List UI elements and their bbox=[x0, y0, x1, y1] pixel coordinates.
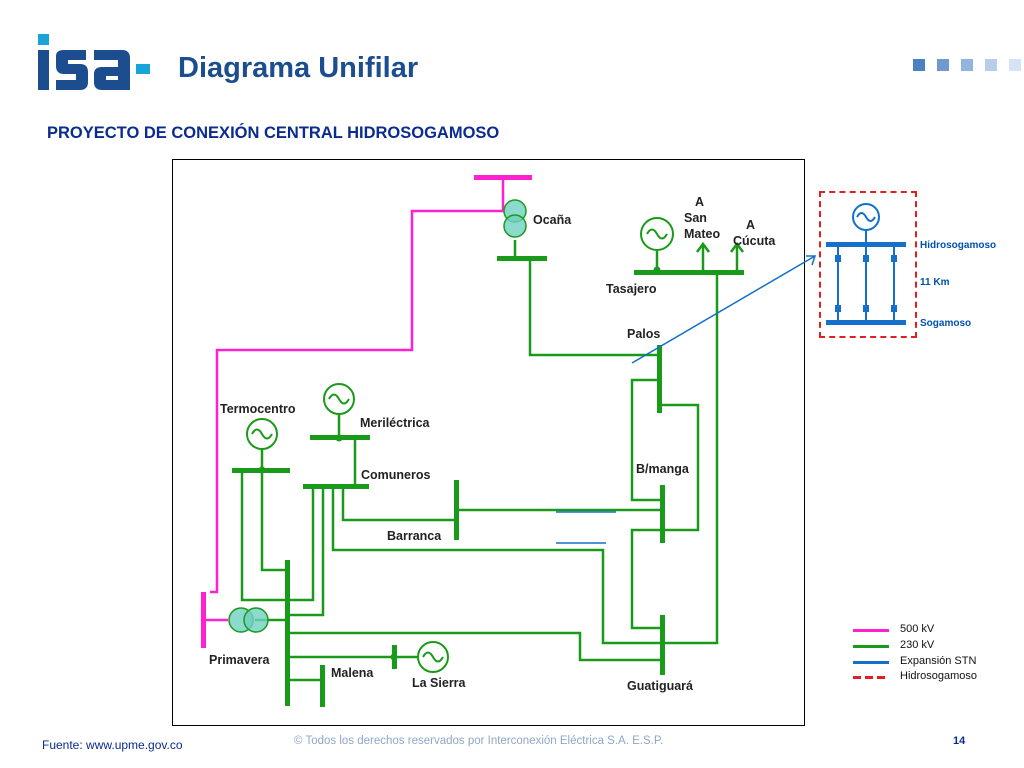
label-a-cucuta-1: A bbox=[746, 218, 756, 232]
inset-hidrosogamoso-box bbox=[819, 191, 917, 338]
label-bmanga: B/manga bbox=[636, 462, 689, 476]
page-subtitle: PROYECTO DE CONEXIÓN CENTRAL HIDROSOGAMO… bbox=[47, 124, 500, 142]
transformer-ocana bbox=[503, 199, 527, 238]
legend-item-expansion-stn: Expansión STN bbox=[853, 655, 1013, 670]
bus-bmanga bbox=[660, 485, 665, 543]
legend-item-hidrosogamoso: Hidrosogamoso bbox=[853, 670, 1013, 685]
bus-palos bbox=[657, 345, 662, 413]
label-hidrosogamoso: Hidrosogamoso bbox=[920, 240, 997, 251]
legend-swatch bbox=[853, 676, 889, 679]
label-merilectrica: Meriléctrica bbox=[360, 416, 430, 430]
legend-swatch bbox=[853, 661, 889, 664]
lines-230kv bbox=[240, 240, 739, 682]
bus-primavera-500 bbox=[201, 592, 206, 648]
transformer-primavera bbox=[228, 607, 269, 633]
label-malena: Malena bbox=[331, 666, 374, 680]
bus-barranca bbox=[454, 480, 459, 540]
bus-ocana-500 bbox=[474, 175, 532, 180]
bus-ocana-230 bbox=[497, 256, 547, 261]
bus-guatiguara bbox=[660, 615, 665, 675]
page-number: 14 bbox=[953, 735, 966, 747]
footer-copyright: © Todos los derechos reservados por Inte… bbox=[294, 735, 664, 747]
label-a-san-mateo-2: San bbox=[684, 211, 707, 225]
label-sogamoso: Sogamoso bbox=[920, 318, 972, 329]
label-a-san-mateo-3: Mateo bbox=[684, 227, 721, 241]
bus-comuneros bbox=[303, 484, 369, 489]
legend-label: Hidrosogamoso bbox=[900, 670, 978, 682]
buses-230kv bbox=[232, 256, 744, 707]
bus-primavera-230 bbox=[285, 560, 290, 706]
label-ocana: Ocaña bbox=[533, 213, 572, 227]
label-comuneros: Comuneros bbox=[361, 468, 431, 482]
decorative-squares bbox=[913, 59, 1021, 71]
label-barranca: Barranca bbox=[387, 529, 442, 543]
page-title: Diagrama Unifilar bbox=[178, 52, 419, 84]
legend-item-500kv: 500 kV bbox=[853, 623, 1013, 638]
isa-logo bbox=[38, 34, 150, 90]
bus-hidrosogamoso bbox=[826, 242, 906, 247]
label-primavera: Primavera bbox=[209, 653, 270, 667]
bus-malena bbox=[320, 665, 325, 707]
legend-item-230kv: 230 kV bbox=[853, 639, 1013, 654]
label-tasajero: Tasajero bbox=[606, 282, 657, 296]
label-termocentro: Termocentro bbox=[220, 402, 296, 416]
label-palos: Palos bbox=[627, 327, 661, 341]
bus-sogamoso bbox=[826, 320, 906, 325]
expansion-stn-lines bbox=[556, 255, 817, 544]
legend-swatch bbox=[853, 629, 889, 632]
label-a-cucuta-2: Cúcuta bbox=[733, 234, 776, 248]
diagram-frame bbox=[172, 159, 805, 726]
label-a-san-mateo-1: A bbox=[695, 195, 705, 209]
line-500kv bbox=[210, 178, 505, 594]
label-distance: 11 Km bbox=[920, 277, 950, 288]
label-la-sierra: La Sierra bbox=[412, 676, 466, 690]
bus-tasajero bbox=[634, 270, 744, 275]
inset-hidrosogamoso bbox=[826, 203, 906, 325]
legend-swatch bbox=[853, 645, 889, 648]
label-guatiguara: Guatiguará bbox=[627, 679, 693, 693]
legend-label: Expansión STN bbox=[900, 655, 977, 667]
footer-source: Fuente: www.upme.gov.co bbox=[42, 738, 183, 752]
legend-label: 500 kV bbox=[900, 623, 935, 635]
legend-label: 230 kV bbox=[900, 639, 935, 651]
